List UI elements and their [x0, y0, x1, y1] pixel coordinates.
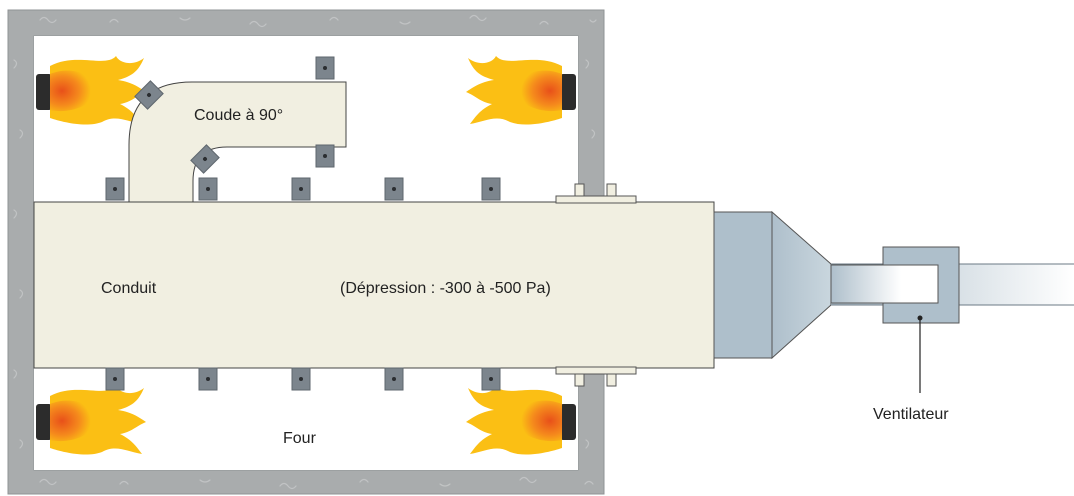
burner-flame: [466, 56, 576, 125]
support-plate: [105, 177, 125, 201]
fan-cone: [771, 210, 832, 360]
fan-label: Ventilateur: [873, 406, 949, 423]
support-plate: [481, 367, 501, 391]
support-plate: [291, 177, 311, 201]
support-plate: [384, 177, 404, 201]
pressure-label: (Dépression : -300 à -500 Pa): [340, 280, 551, 297]
support-plate: [198, 367, 218, 391]
support-plate: [198, 177, 218, 201]
support-plate: [190, 144, 220, 174]
elbow-label: Coude à 90°: [194, 107, 283, 124]
duct-label: Conduit: [101, 280, 157, 297]
fan-duct-section: [713, 211, 773, 359]
burner-flame: [36, 56, 146, 125]
oven-label: Four: [283, 430, 317, 447]
support-plate: [105, 367, 125, 391]
support-plate: [315, 56, 335, 80]
burner-flame: [36, 386, 146, 455]
burner-flame: [466, 386, 576, 455]
support-plate: [291, 367, 311, 391]
support-plate: [134, 80, 164, 110]
fan-assembly: [713, 210, 1074, 393]
burners: [36, 56, 576, 455]
elbow-duct: [128, 81, 347, 204]
support-plate: [384, 367, 404, 391]
fan-inlet: [899, 264, 939, 304]
duct-flanges: [555, 183, 637, 387]
main-duct: [33, 201, 715, 369]
duct-supports: [105, 56, 501, 391]
support-plate: [481, 177, 501, 201]
support-plate: [315, 144, 335, 168]
